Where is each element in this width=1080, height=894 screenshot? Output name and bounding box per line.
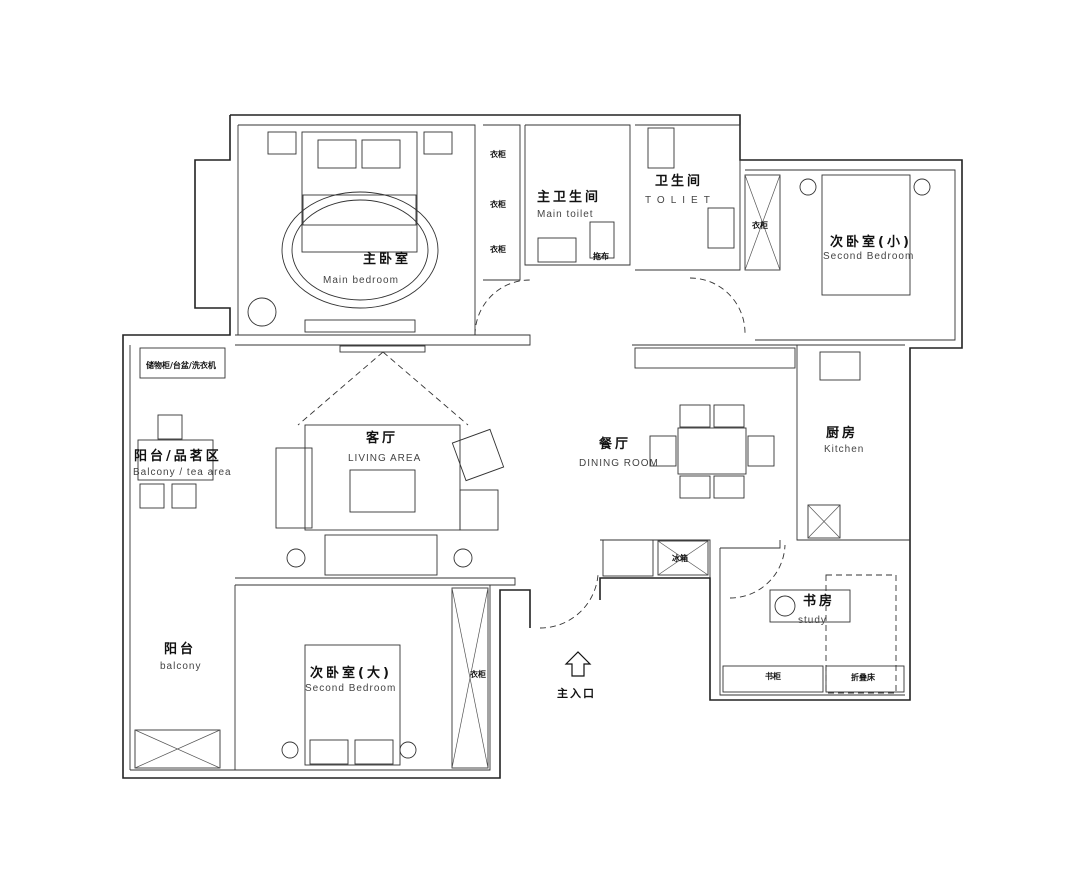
living-furniture — [275, 345, 505, 576]
second-bedroom-small-label-en: Second Bedroom — [823, 251, 914, 262]
bedroom-furniture — [281, 174, 931, 766]
kitchen-label-en: Kitchen — [824, 444, 864, 455]
dining-table — [649, 404, 775, 499]
toilet-label-en: TOLIET — [645, 195, 716, 206]
second-bedroom-large-label: 次卧室(大) — [310, 665, 392, 681]
living-label-en: LIVING AREA — [348, 453, 421, 464]
wardrobe-label: 衣柜 — [752, 220, 768, 230]
fridge-label: 冰箱 — [672, 553, 688, 563]
storage-laundry-label: 储物柜/台盆/洗衣机 — [145, 360, 216, 370]
second-bedroom-large-label-en: Second Bedroom — [305, 683, 396, 694]
entrance-arrow-icon — [564, 651, 592, 677]
main-bedroom-label: 主卧室 — [363, 251, 411, 267]
main-toilet-label: 主卫生间 — [537, 189, 601, 205]
toilet-label: 卫生间 — [655, 173, 703, 189]
folding-bed-label: 折叠床 — [851, 672, 876, 682]
tea-table — [137, 414, 214, 509]
main-toilet-label-en: Main toilet — [537, 209, 594, 220]
wardrobe-label: 衣柜 — [470, 669, 486, 679]
wardrobe-label: 衣柜 — [490, 244, 506, 254]
walls — [122, 114, 963, 779]
dining-label: 餐厅 — [598, 436, 631, 452]
balcony-label-en: balcony — [160, 661, 201, 672]
doors — [474, 277, 786, 629]
living-label: 客厅 — [366, 430, 398, 446]
balcony-tea-label: 阳台/品茗区 — [134, 448, 222, 464]
main-bedroom-label-en: Main bedroom — [323, 275, 399, 286]
wardrobe-label: 衣柜 — [490, 199, 506, 209]
study-label-en: study — [798, 615, 827, 626]
bookcase-label: 书柜 — [765, 671, 781, 681]
balcony-label: 阳台 — [164, 641, 196, 657]
balcony-tea-label-en: Balcony / tea area — [133, 467, 232, 478]
cabinets — [134, 127, 905, 769]
second-bedroom-small-label: 次卧室(小) — [830, 234, 912, 250]
main-bedroom-furniture — [247, 131, 453, 333]
kitchen-label: 厨房 — [826, 425, 858, 441]
entrance-label: 主入口 — [557, 686, 596, 700]
wardrobe-label: 衣柜 — [490, 149, 506, 159]
mop-sink-label: 拖布 — [593, 251, 609, 261]
study-label: 书房 — [803, 593, 835, 609]
dining-label-en: DINING ROOM — [579, 458, 659, 469]
